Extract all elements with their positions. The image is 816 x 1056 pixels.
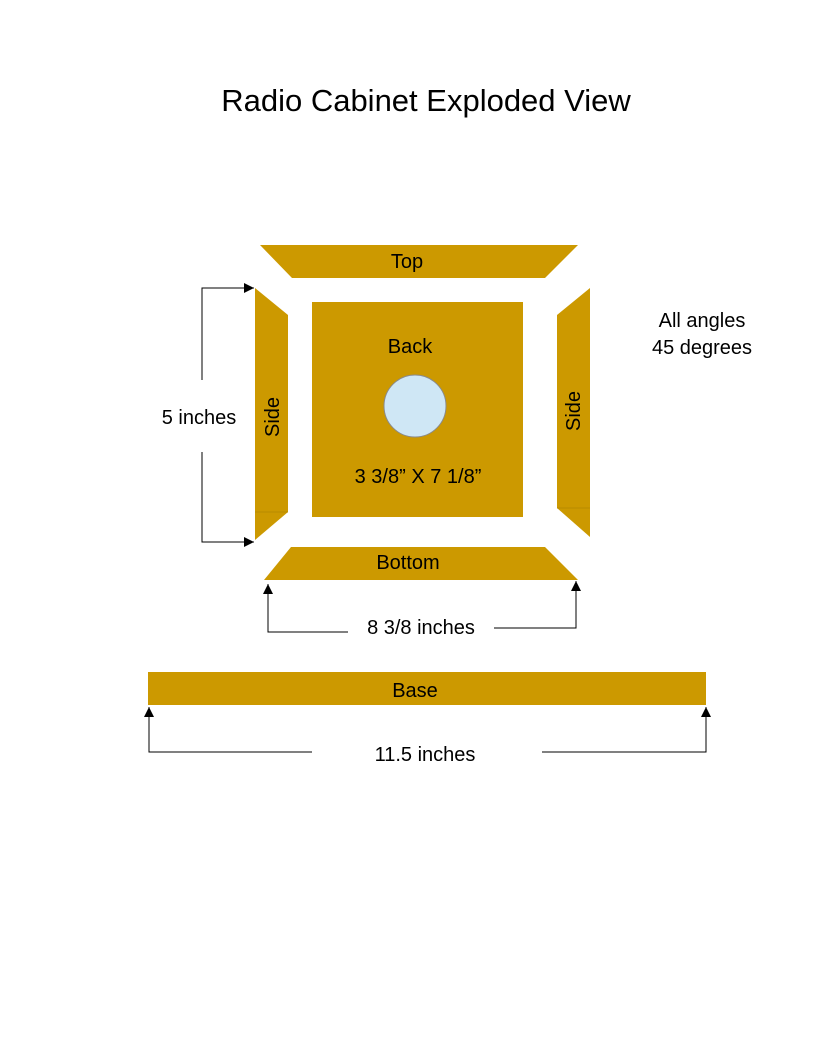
side-height-label: 5 inches: [162, 407, 237, 429]
left-side-panel: [255, 288, 288, 540]
base-width-dimension: [144, 707, 711, 753]
base-panel: [148, 672, 706, 705]
base-width-arrow-left: [144, 707, 312, 753]
back-panel-size: 3 3/8” X 7 1/8”: [355, 466, 482, 488]
side-height-arrow-bottom: [201, 452, 254, 547]
left-side-panel-label: Side: [262, 397, 284, 437]
side-height-dimension: [201, 283, 254, 547]
diagram-title: Radio Cabinet Exploded View: [221, 83, 631, 118]
bottom-panel: [264, 547, 578, 580]
base-panel-label: Base: [392, 680, 438, 702]
top-panel: [260, 245, 578, 278]
side-height-arrow-top: [201, 283, 254, 380]
angle-note-line-2: 45 degrees: [652, 337, 752, 359]
bottom-width-arrow-right: [494, 581, 581, 629]
bottom-panel-label: Bottom: [376, 552, 439, 574]
bottom-width-label: 8 3/8 inches: [367, 617, 475, 639]
bottom-width-arrow-left: [263, 584, 348, 633]
bottom-width-dimension: [263, 581, 581, 633]
angle-note-line-1: All angles: [659, 310, 746, 332]
base-width-label: 11.5 inches: [375, 744, 476, 766]
base-width-arrow-right: [542, 707, 711, 753]
back-panel-label: Back: [388, 336, 433, 358]
top-panel-label: Top: [391, 251, 423, 273]
speaker-hole: [383, 374, 447, 438]
right-side-panel-label: Side: [563, 391, 585, 431]
right-side-panel: [557, 288, 590, 537]
